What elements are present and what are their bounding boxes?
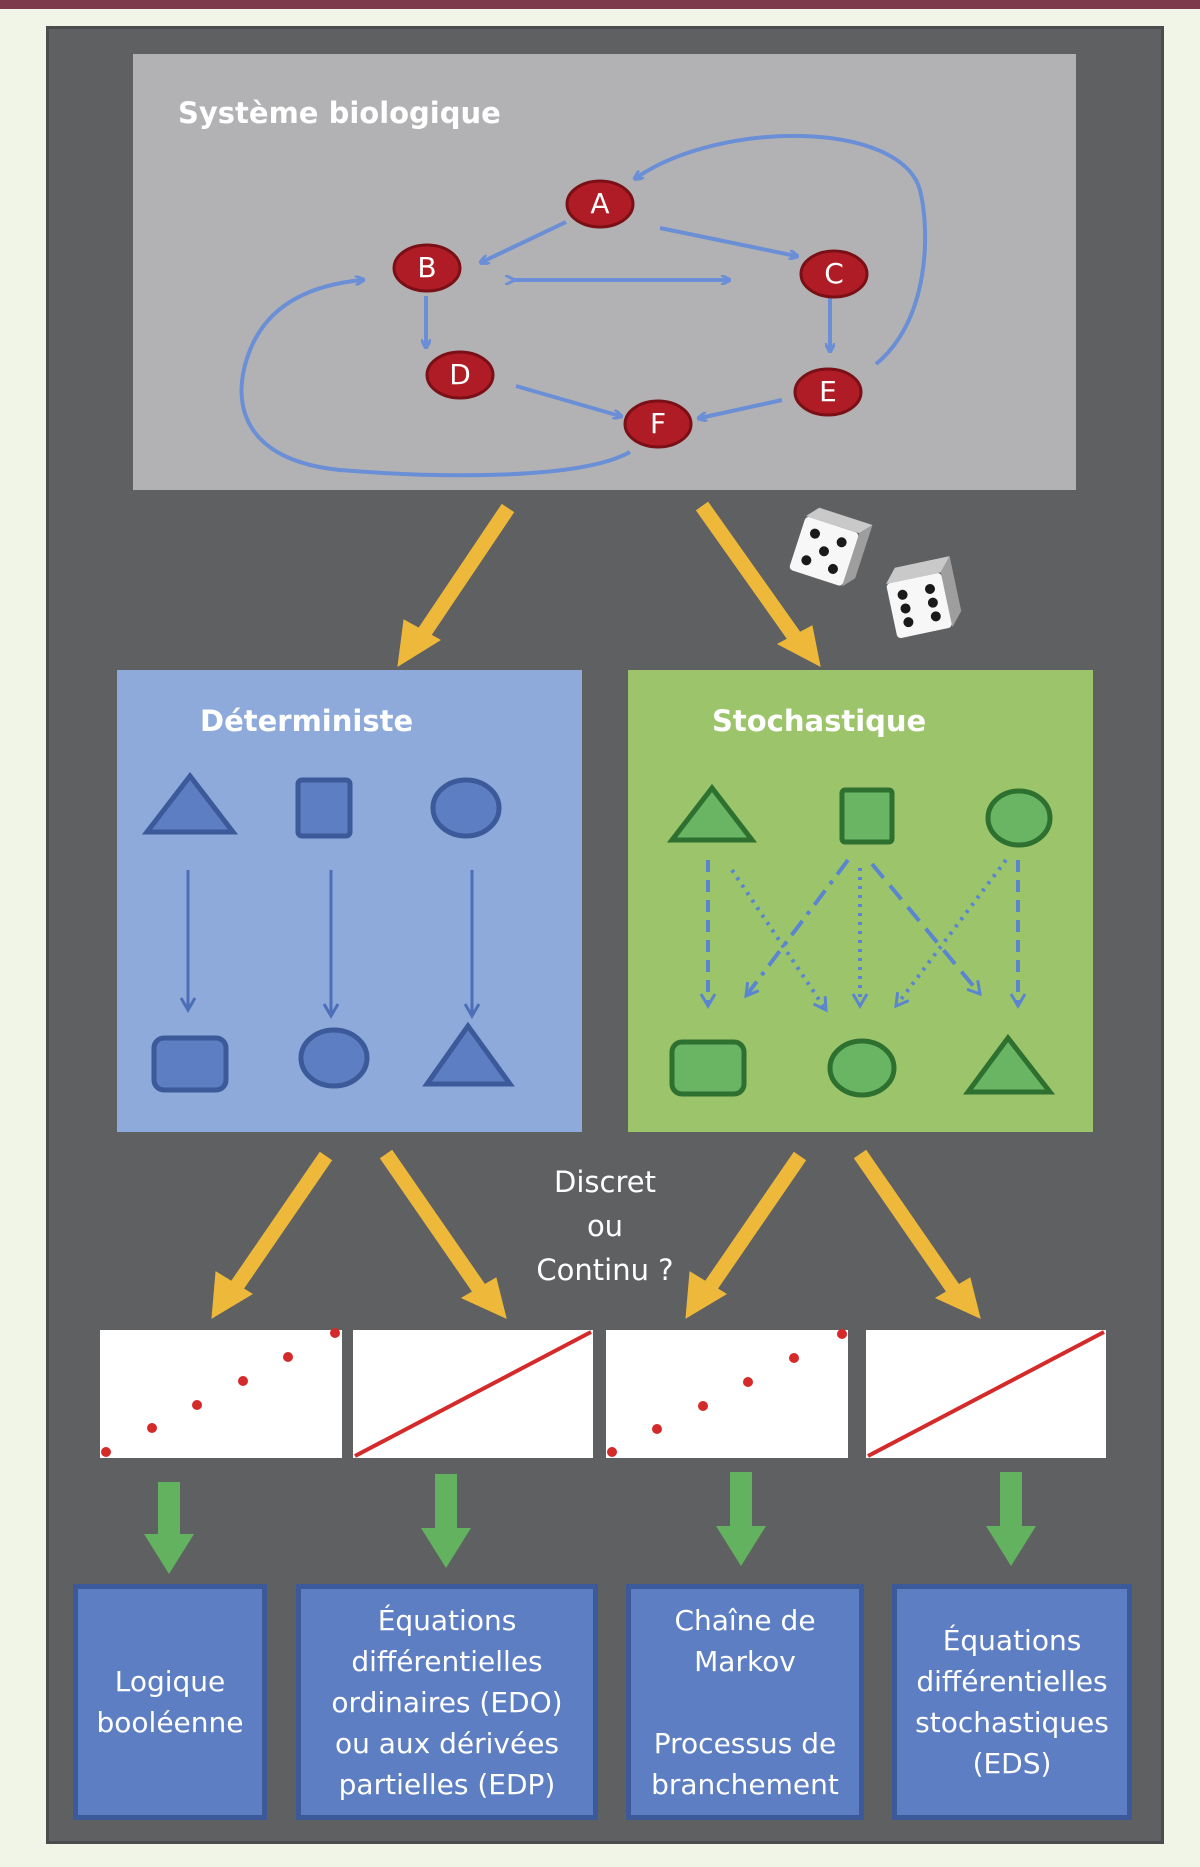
node-b-label: B [417,251,437,284]
result-boolean-logic: Logique booléenne [73,1584,267,1820]
plot-discrete-1 [100,1330,342,1458]
stochastic-shapes [666,783,1056,1098]
question-line-3: Continu ? [536,1253,674,1287]
discrete-or-continuous-question: Discret ou Continu ? [505,1160,705,1292]
circle-shape [298,1027,370,1089]
triangle-shape [141,771,239,835]
edge-e-f [700,398,783,418]
node-a-label: A [590,187,610,220]
rounded-rect-shape [151,1035,229,1093]
yellow-arrows [211,501,981,1319]
plot-discrete-2 [606,1330,848,1458]
green-arrows [144,1472,1036,1574]
deterministic-title: Déterministe [200,704,414,738]
edge-a-c [659,226,796,256]
node-c [799,249,869,299]
node-f-label: F [649,407,667,440]
node-e [793,367,863,417]
stochastic-title: Stochastique [712,704,927,738]
result-markov-branching: Chaîne de Markov Processus de branchemen… [626,1584,864,1820]
result-line: Processus de [653,1726,837,1760]
result-line: Chaîne de [674,1603,816,1637]
result-spacer [631,1682,859,1723]
top-border [0,0,1200,9]
edge-d-f [515,384,620,416]
system-title: Système biologique [178,96,501,130]
question-line-2: ou [586,1209,624,1243]
circle-shape [827,1038,897,1098]
biological-system-box [133,54,1076,490]
triangle-shape [422,1021,515,1087]
edge-f-b [239,280,631,478]
result-line: stochastiques [915,1706,1109,1739]
result-line: partielles (EDP) [338,1767,556,1801]
result-line: Logique [114,1665,226,1698]
result-line: ou aux dérivées [334,1726,560,1760]
network-edges [239,133,928,478]
node-a [565,179,635,229]
result-line: (EDS) [972,1747,1052,1780]
result-ode-pde: Équations différentielles ordinaires (ED… [296,1584,598,1820]
dice-icon [789,507,962,639]
result-line: différentielles [916,1665,1108,1698]
result-line: Équations [942,1624,1082,1657]
triangle-shape [666,783,758,843]
result-line: Markov [694,1644,796,1678]
question-line-1: Discret [554,1165,656,1199]
node-d [425,350,495,400]
network-nodes [392,179,869,449]
circle-shape [985,788,1053,848]
result-line: Équations [377,1603,517,1637]
result-line: branchement [651,1767,839,1801]
edge-a-b [482,220,567,262]
node-e-label: E [819,375,837,408]
square-shape [839,787,895,845]
result-sde: Équations différentielles stochastiques … [892,1584,1132,1820]
square-shape [295,777,353,839]
triangle-shape [963,1033,1056,1095]
node-d-label: D [449,358,471,391]
result-line: différentielles [351,1644,543,1678]
result-line: ordinaires (EDO) [331,1685,563,1719]
node-b [392,243,462,293]
edge-e-a [636,133,928,366]
deterministic-shapes [141,771,515,1093]
circle-shape [430,777,502,839]
rounded-rect-shape [669,1039,747,1097]
node-c-label: C [824,257,844,290]
plots [100,1328,1106,1458]
result-line: booléenne [96,1706,244,1739]
node-f [623,399,693,449]
